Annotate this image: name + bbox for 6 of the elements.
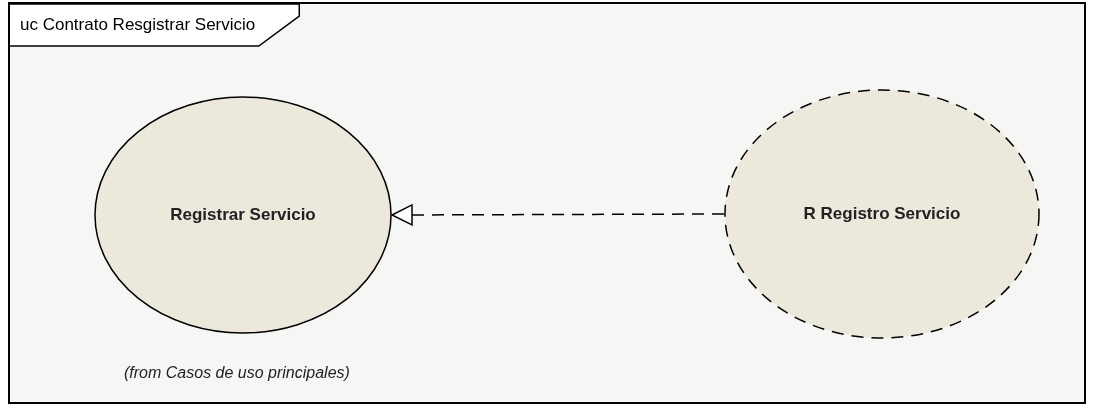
realization-arrow bbox=[391, 204, 725, 226]
diagram-frame bbox=[8, 2, 1086, 404]
frame-title: uc Contrato Resgistrar Servicio bbox=[20, 15, 256, 35]
use-case-name: Registrar Servicio bbox=[170, 205, 316, 225]
origin-note: (from Casos de uso principales) bbox=[124, 364, 350, 382]
use-case-name: R Registro Servicio bbox=[803, 204, 961, 224]
